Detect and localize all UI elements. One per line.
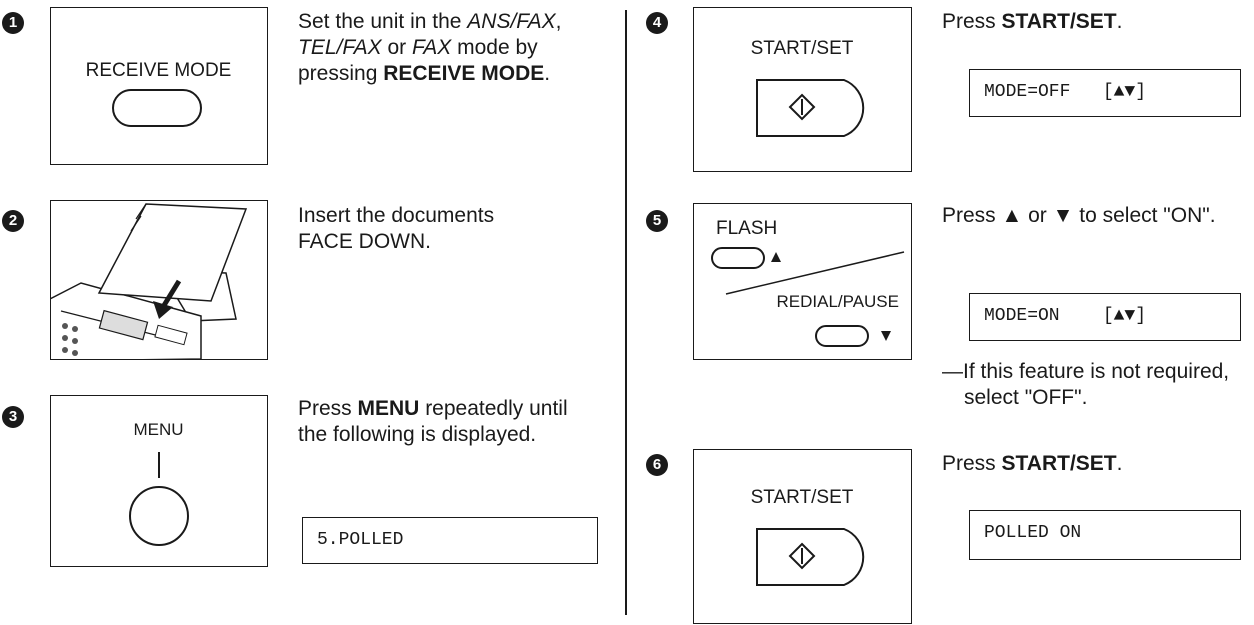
- lcd-display-step-5: MODE=ON [▲▼]: [969, 293, 1241, 341]
- start-set-button-icon: [756, 79, 865, 137]
- step-4-instruction: Press START/SET.: [942, 10, 1123, 33]
- step-1-instruction: Set the unit in the ANS/FAX, TEL/FAX or …: [298, 10, 562, 85]
- receive-mode-button-icon: [112, 89, 202, 127]
- menu-button-icon: [129, 452, 189, 546]
- redial-pause-label: REDIAL/PAUSE: [776, 292, 899, 311]
- step-3-instruction: Press MENU repeatedly until the followin…: [298, 397, 568, 446]
- step-5-note: —If this feature is not required, select…: [942, 360, 1230, 409]
- flash-redial-panel: FLASH REDIAL/PAUSE: [693, 203, 912, 360]
- step-5-instruction: Press ▲ or ▼ to select "ON".: [942, 204, 1216, 227]
- start-set-panel-step-6: START/SET: [693, 449, 912, 624]
- step-number-4: 4: [646, 12, 668, 34]
- start-set-label: START/SET: [750, 38, 854, 59]
- start-set-button-icon-step-6: [756, 528, 865, 586]
- flash-redial-buttons-icon: [711, 247, 905, 347]
- step-6-instruction: Press START/SET.: [942, 452, 1123, 475]
- lcd-display-step-3: 5.POLLED: [302, 517, 598, 564]
- start-set-panel-step-4: START/SET: [693, 7, 912, 172]
- step-number-2: 2: [2, 210, 24, 232]
- receive-mode-panel: RECEIVE MODE: [50, 7, 268, 165]
- step-number-3: 3: [2, 406, 24, 428]
- menu-panel: MENU: [50, 395, 268, 567]
- lcd-display-step-6: POLLED ON: [969, 510, 1241, 560]
- flash-label: FLASH: [716, 218, 778, 239]
- document-insert-illustration: [50, 200, 268, 360]
- lcd-display-step-4: MODE=OFF [▲▼]: [969, 69, 1241, 117]
- step-number-1: 1: [2, 12, 24, 34]
- start-set-label-step-6: START/SET: [750, 487, 854, 508]
- fax-machine-icon: [51, 203, 248, 359]
- column-divider: [625, 10, 627, 615]
- menu-label: MENU: [133, 420, 184, 439]
- receive-mode-label: RECEIVE MODE: [85, 60, 232, 81]
- step-2-instruction: Insert the documents FACE DOWN.: [298, 204, 495, 253]
- step-number-5: 5: [646, 210, 668, 232]
- step-number-6: 6: [646, 454, 668, 476]
